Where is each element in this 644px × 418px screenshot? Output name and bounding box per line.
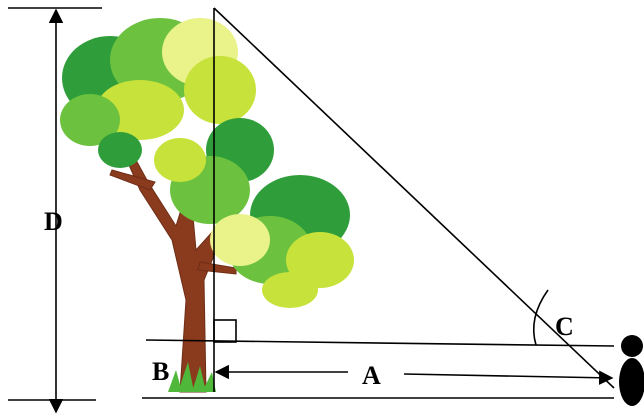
angle-arc: [532, 289, 549, 346]
eye-level-line: [145, 339, 615, 347]
right-angle-marker: [213, 319, 237, 343]
observer-person: [619, 335, 644, 406]
label-height-d: D: [44, 207, 63, 236]
measurement-lines: [8, 7, 615, 414]
tree-foliage: [60, 18, 354, 308]
distance-arrow-right: [403, 370, 614, 385]
label-angle-c: C: [555, 312, 574, 341]
sight-line-hypotenuse: [213, 7, 615, 389]
label-eye-height-b: B: [152, 357, 169, 386]
tree-illustration: [60, 18, 354, 393]
grass-tuft: [168, 362, 216, 392]
label-distance-a: A: [362, 361, 381, 390]
